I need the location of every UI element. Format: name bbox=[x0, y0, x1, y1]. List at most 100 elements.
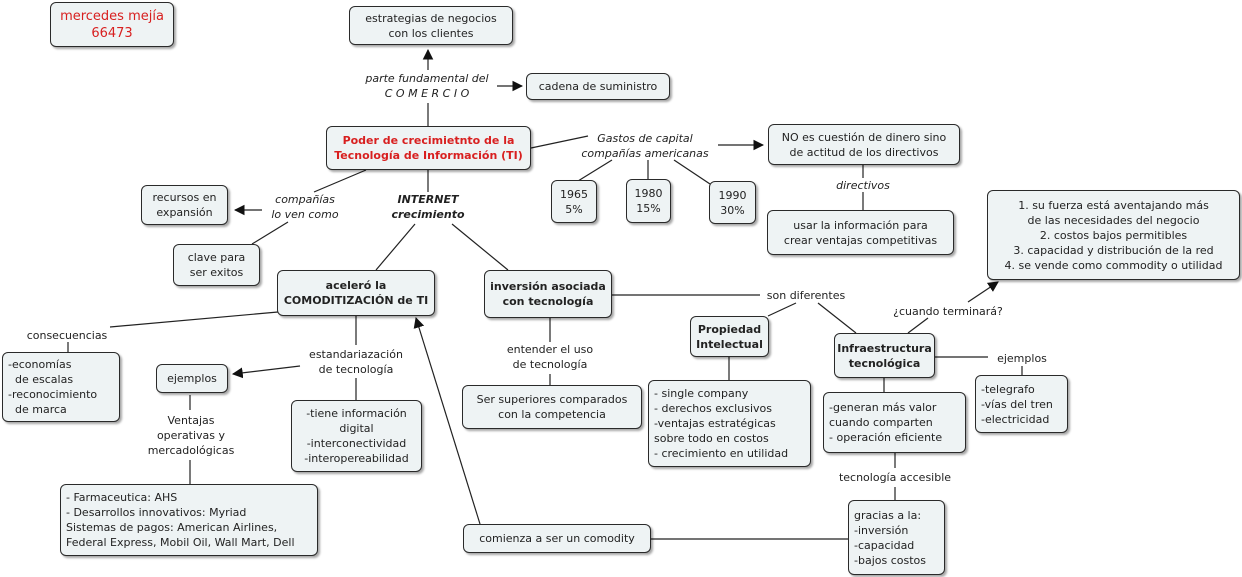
resources-line-1: recursos en bbox=[152, 191, 217, 204]
property-line-1: Propiedad bbox=[697, 322, 762, 336]
attitude-line-2: de actitud de los directivos bbox=[789, 145, 939, 159]
consequences-node: -economías de escalas -reconocimiento de… bbox=[2, 352, 120, 422]
commoditization-line-2: COMODITIZACIÓN de TI bbox=[283, 294, 429, 307]
info-line-2: digital bbox=[339, 422, 374, 435]
use-tech-line-2: de tecnología bbox=[512, 358, 588, 371]
examples-node: ejemplos bbox=[156, 364, 228, 393]
advantages-line-1: Ventajas bbox=[167, 414, 215, 427]
companies-label-line-1: compañías bbox=[275, 193, 335, 206]
value-line-1: -generan más valor bbox=[829, 401, 937, 414]
consequence-4: de marca bbox=[8, 403, 67, 416]
commoditization-node: aceleró la COMODITIZACIÓN de TI bbox=[277, 270, 435, 316]
advantage-line-1: usar la información para bbox=[793, 218, 928, 232]
central-topic-line-1: Poder de crecimietnto de la bbox=[342, 134, 515, 147]
company-example-1: - Farmaceutica: AHS bbox=[66, 491, 178, 504]
info-line-4: -interopereabilidad bbox=[304, 452, 409, 465]
end-question-label: ¿cuando terminará? bbox=[893, 305, 1003, 318]
comodity-label: comienza a ser un comodity bbox=[479, 532, 635, 545]
capital-label-line-2: compañías americanas bbox=[581, 147, 709, 160]
companies-view-label: compañías lo ven como bbox=[254, 192, 356, 222]
strategies-node: estrategias de negocios con los clientes bbox=[349, 6, 513, 45]
comodity-node: comienza a ser un comodity bbox=[463, 524, 651, 553]
key-line-1: clave para bbox=[187, 251, 246, 264]
author-code: 66473 bbox=[91, 25, 133, 41]
supply-chain-node: cadena de suministro bbox=[526, 73, 670, 100]
superior-node: Ser superiores comparados con la compete… bbox=[462, 385, 642, 429]
thanks-line-1: gracias a la: bbox=[854, 508, 922, 522]
company-example-4: Federal Express, Mobil Oil, Wall Mart, D… bbox=[66, 536, 295, 549]
use-tech-label: entender el uso de tecnología bbox=[496, 342, 604, 372]
resources-line-2: expansión bbox=[156, 206, 213, 219]
reasons-node: 1. su fuerza está aventajando más de las… bbox=[987, 190, 1240, 280]
investment-node: inversión asociada con tecnología bbox=[484, 270, 612, 318]
consequence-1: -economías bbox=[8, 358, 72, 371]
companies-label-line-2: lo ven como bbox=[271, 208, 339, 221]
superior-line-2: con la competencia bbox=[498, 408, 606, 421]
reason-3: 3. capacidad y distribución de la red bbox=[1013, 243, 1214, 257]
year-1990-label: 1990 bbox=[718, 188, 747, 202]
digital-info-node: -tiene información digital -interconecti… bbox=[291, 400, 422, 472]
thanks-node: gracias a la: -inversión -capacidad -baj… bbox=[848, 500, 945, 575]
reason-1: 1. su fuerza está aventajando más bbox=[1018, 198, 1209, 212]
property-item-2: - derechos exclusivos bbox=[654, 402, 772, 415]
consequences-label: consecuencias bbox=[26, 329, 108, 342]
strategies-line-1: estrategias de negocios bbox=[365, 11, 497, 25]
value-node: -generan más valor cuando comparten - op… bbox=[823, 392, 966, 453]
advantages-line-2: operativas y bbox=[156, 429, 226, 442]
advantages-label: Ventajas operativas y mercadológicas bbox=[136, 413, 246, 458]
thanks-line-2: -inversión bbox=[854, 523, 909, 537]
value-line-2: cuando comparten bbox=[829, 416, 933, 429]
info-line-1: -tiene información bbox=[306, 407, 407, 420]
year-1990-value: 30% bbox=[720, 203, 745, 217]
success-key-node: clave para ser exitos bbox=[173, 244, 260, 286]
infra-example-2: -vías del tren bbox=[981, 397, 1053, 411]
key-line-2: ser exitos bbox=[189, 266, 244, 279]
capital-expense-label: Gastos de capital compañías americanas bbox=[570, 131, 720, 161]
infra-example-3: -electricidad bbox=[981, 412, 1050, 426]
property-line-2: Intelectual bbox=[696, 337, 763, 351]
year-1980-node: 1980 15% bbox=[626, 179, 671, 223]
strategies-line-2: con los clientes bbox=[388, 26, 474, 40]
property-list-node: - single company - derechos exclusivos -… bbox=[648, 380, 811, 467]
standardization-line-2: de tecnología bbox=[318, 363, 394, 376]
property-item-1: - single company bbox=[654, 387, 749, 400]
reason-2: 2. costos bajos permitibles bbox=[1039, 228, 1188, 242]
companies-examples-node: - Farmaceutica: AHS - Desarrollos innova… bbox=[60, 484, 318, 556]
infrastructure-node: Infraestructura tecnológica bbox=[834, 333, 935, 378]
consequence-2: de escalas bbox=[8, 373, 74, 386]
different-label: son diferentes bbox=[766, 289, 846, 302]
capital-label-line-1: Gastos de capital bbox=[597, 132, 693, 145]
year-1965-node: 1965 5% bbox=[551, 180, 597, 223]
year-1980-label: 1980 bbox=[634, 187, 663, 200]
year-1980-value: 15% bbox=[636, 202, 661, 215]
infrastructure-line-2: tecnológica bbox=[848, 356, 921, 370]
infra-examples-label: ejemplos bbox=[997, 352, 1047, 365]
company-example-2: - Desarrollos innovativos: Myriad bbox=[66, 506, 247, 519]
year-1965-label: 1965 bbox=[560, 187, 588, 201]
reason-1b: de las necesidades del negocio bbox=[1027, 213, 1200, 227]
property-item-4: sobre todo en costos bbox=[654, 432, 769, 445]
infra-example-1: -telegrafo bbox=[981, 382, 1035, 396]
attitude-line-1: NO es cuestión de dinero sino bbox=[781, 130, 947, 144]
commoditization-line-1: aceleró la bbox=[325, 279, 387, 292]
company-example-3: Sistemas de pagos: American Airlines, bbox=[66, 521, 278, 534]
infra-examples-node: -telegrafo -vías del tren -electricidad bbox=[975, 375, 1068, 433]
thanks-line-3: -capacidad bbox=[854, 538, 915, 552]
competitive-advantage-node: usar la información para crear ventajas … bbox=[767, 210, 954, 255]
internet-label: INTERNET bbox=[397, 193, 459, 206]
accessible-tech-label: tecnología accesible bbox=[838, 471, 952, 484]
property-item-3: -ventajas estratégicas bbox=[654, 417, 776, 430]
investment-line-2: con tecnología bbox=[502, 295, 594, 308]
author-name: mercedes mejía bbox=[60, 8, 164, 24]
year-1965-value: 5% bbox=[565, 202, 583, 216]
author-card: mercedes mejía 66473 bbox=[50, 2, 174, 47]
commerce-label-line-1: parte fundamental del bbox=[365, 72, 489, 85]
use-tech-line-1: entender el uso bbox=[506, 343, 594, 356]
thanks-line-4: -bajos costos bbox=[854, 553, 926, 567]
year-1990-node: 1990 30% bbox=[709, 181, 756, 224]
info-line-3: -interconectividad bbox=[306, 437, 407, 450]
attitude-node: NO es cuestión de dinero sino de actitud… bbox=[768, 124, 960, 165]
standardization-label: estandariazación de tecnología bbox=[300, 347, 412, 377]
property-item-5: - crecimiento en utilidad bbox=[654, 447, 789, 460]
growth-label: crecimiento bbox=[391, 208, 465, 221]
